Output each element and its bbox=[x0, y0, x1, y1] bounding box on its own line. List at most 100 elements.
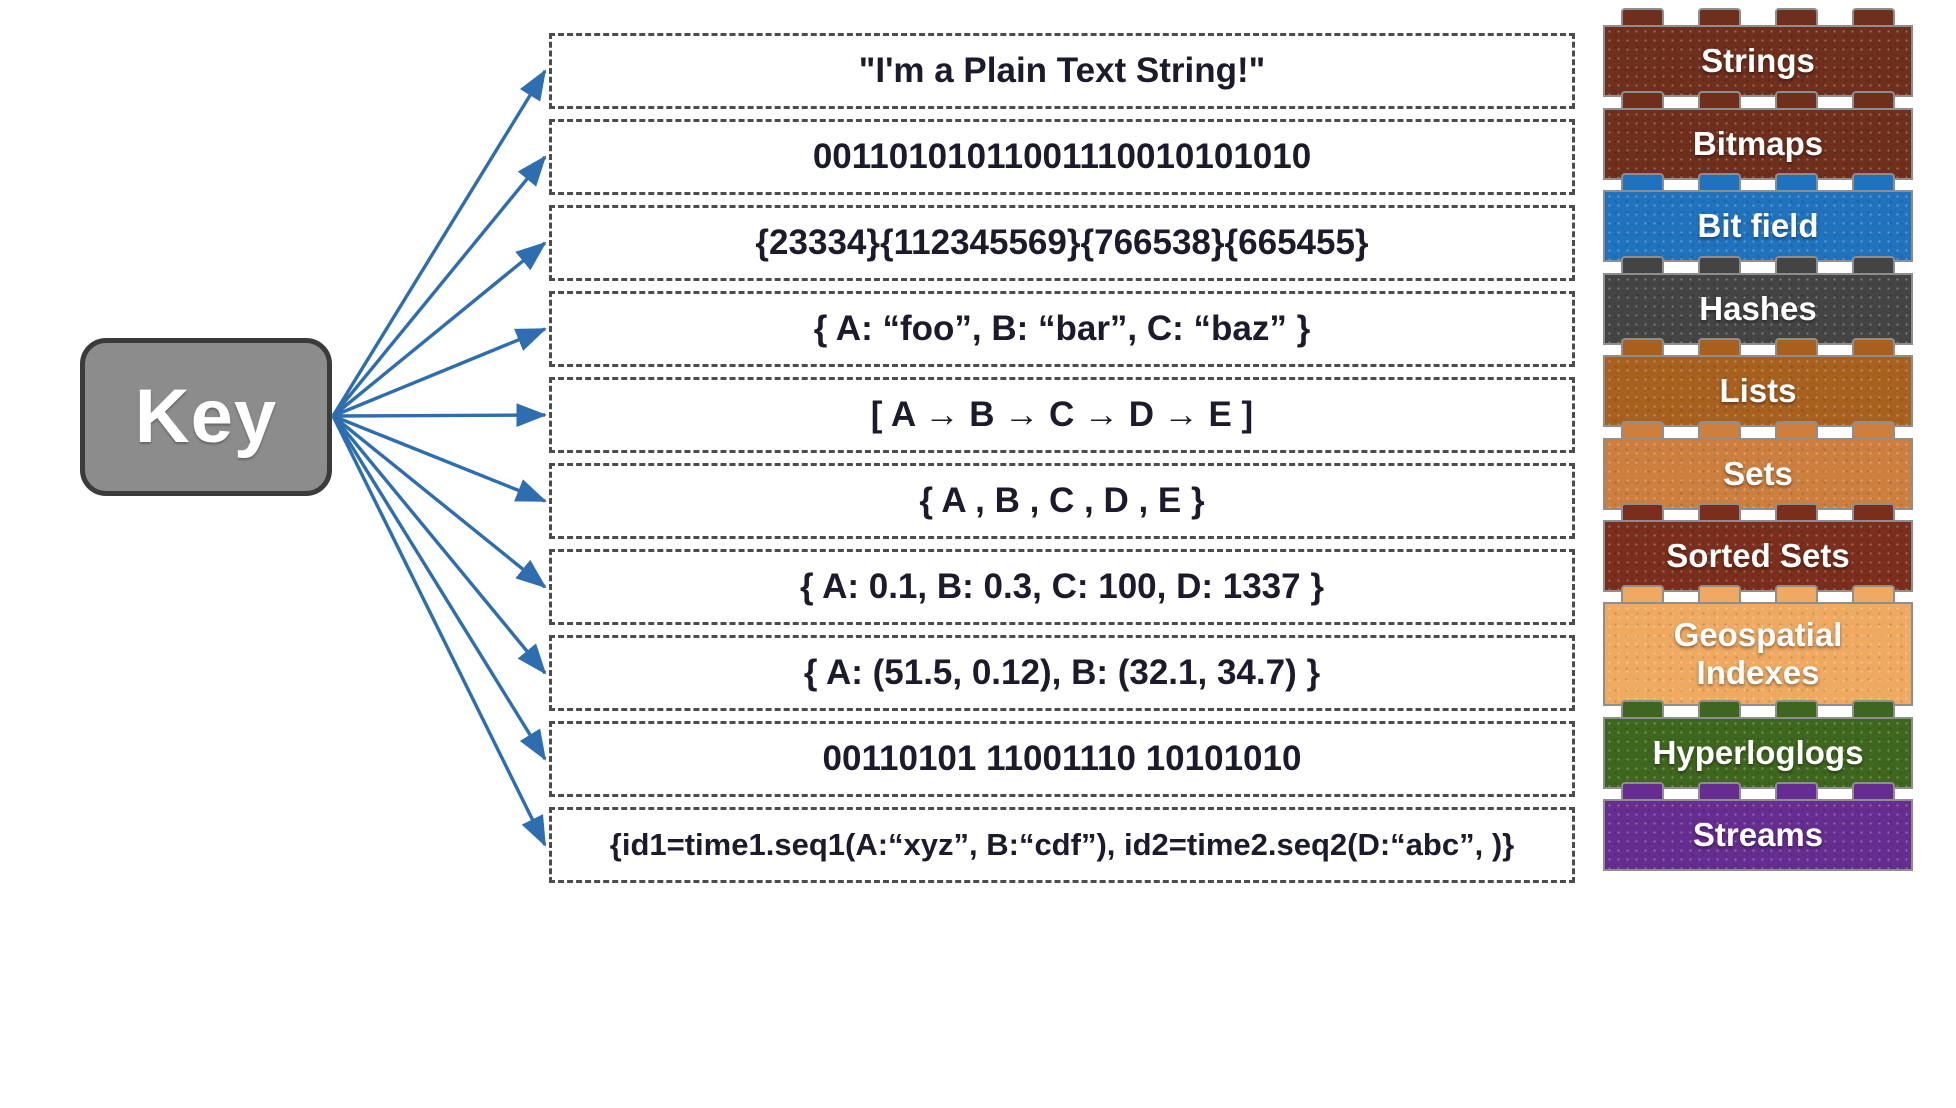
brick-stud-icon bbox=[1621, 503, 1664, 520]
brick-label-bit-field: Bit field bbox=[1697, 206, 1819, 244]
brick-label-sorted-sets: Sorted Sets bbox=[1666, 536, 1850, 574]
brick-body-hyperloglogs: Hyperloglogs bbox=[1603, 717, 1913, 789]
brick-body-streams: Streams bbox=[1603, 799, 1913, 871]
value-box-hyperloglogs: 00110101 11001110 10101010 bbox=[549, 721, 1575, 797]
brick-stud-icon bbox=[1698, 256, 1741, 273]
brick-studs-hashes bbox=[1603, 256, 1913, 273]
brick-stud-icon bbox=[1621, 421, 1664, 438]
brick-studs-geospatial bbox=[1603, 585, 1913, 602]
value-box-bit-field: {23334}{112345569}{766538}{665455} bbox=[549, 205, 1575, 281]
brick-label-bitmaps: Bitmaps bbox=[1692, 124, 1824, 162]
brick-studs-strings bbox=[1603, 8, 1913, 25]
value-text-bit-field: {23334}{112345569}{766538}{665455} bbox=[755, 222, 1369, 262]
brick-stud-icon bbox=[1852, 173, 1895, 190]
brick-body-lists: Lists bbox=[1603, 355, 1913, 427]
brick-body-sets: Sets bbox=[1603, 438, 1913, 510]
brick-stud-icon bbox=[1852, 338, 1895, 355]
brick-studs-sorted-sets bbox=[1603, 503, 1913, 520]
brick-label-lists: Lists bbox=[1719, 371, 1797, 409]
brick-stud-icon bbox=[1698, 585, 1741, 602]
brick-body-hashes: Hashes bbox=[1603, 273, 1913, 345]
value-text-lists: [ A → B → C → D → E ] bbox=[870, 394, 1254, 434]
brick-stud-icon bbox=[1775, 782, 1818, 799]
brick-body-sorted-sets: Sorted Sets bbox=[1603, 520, 1913, 592]
brick-stud-icon bbox=[1775, 700, 1818, 717]
arrow-to-geospatial bbox=[331, 414, 547, 675]
value-text-streams: {id1=time1.seq1(A:“xyz”, B:“cdf”), id2=t… bbox=[609, 826, 1515, 862]
arrow-to-bitmaps bbox=[331, 155, 547, 418]
brick-stud-icon bbox=[1775, 585, 1818, 602]
value-text-sets: { A , B , C , D , E } bbox=[919, 480, 1205, 520]
arrow-to-sets bbox=[332, 414, 547, 503]
value-box-streams: {id1=time1.seq1(A:“xyz”, B:“cdf”), id2=t… bbox=[549, 807, 1575, 883]
brick-stud-icon bbox=[1775, 421, 1818, 438]
arrow-to-hashes bbox=[332, 327, 547, 418]
brick-body-bit-field: Bit field bbox=[1603, 190, 1913, 262]
brick-label-streams: Streams bbox=[1692, 815, 1824, 853]
key-node-label: Key bbox=[134, 374, 278, 459]
brick-stud-icon bbox=[1621, 256, 1664, 273]
brick-streams[interactable]: Streams bbox=[1603, 782, 1913, 871]
brick-stud-icon bbox=[1698, 173, 1741, 190]
brick-stud-icon bbox=[1775, 8, 1818, 25]
brick-studs-hyperloglogs bbox=[1603, 700, 1913, 717]
brick-stud-icon bbox=[1698, 338, 1741, 355]
brick-stud-icon bbox=[1698, 91, 1741, 108]
brick-hashes[interactable]: Hashes bbox=[1603, 256, 1913, 345]
brick-label-strings: Strings bbox=[1701, 41, 1815, 79]
brick-stud-icon bbox=[1621, 700, 1664, 717]
brick-stud-icon bbox=[1852, 700, 1895, 717]
brick-stud-icon bbox=[1698, 421, 1741, 438]
brick-studs-sets bbox=[1603, 421, 1913, 438]
key-node[interactable]: Key bbox=[80, 338, 332, 496]
brick-stud-icon bbox=[1852, 91, 1895, 108]
value-text-strings: "I'm a Plain Text String!" bbox=[858, 50, 1266, 90]
brick-stud-icon bbox=[1852, 256, 1895, 273]
brick-body-bitmaps: Bitmaps bbox=[1603, 108, 1913, 180]
brick-stud-icon bbox=[1852, 585, 1895, 602]
brick-sets[interactable]: Sets bbox=[1603, 421, 1913, 510]
brick-strings[interactable]: Strings bbox=[1603, 8, 1913, 97]
brick-label-hashes: Hashes bbox=[1699, 289, 1817, 327]
value-box-sets: { A , B , C , D , E } bbox=[549, 463, 1575, 539]
arrow-to-bit-field bbox=[331, 241, 547, 418]
brick-lists[interactable]: Lists bbox=[1603, 338, 1913, 427]
brick-label-sets: Sets bbox=[1723, 454, 1793, 492]
brick-stud-icon bbox=[1621, 338, 1664, 355]
value-text-bitmaps: 00110101011001110010101010 bbox=[812, 136, 1312, 176]
brick-stud-icon bbox=[1698, 700, 1741, 717]
brick-stud-icon bbox=[1852, 8, 1895, 25]
brick-stud-icon bbox=[1621, 8, 1664, 25]
brick-bit-field[interactable]: Bit field bbox=[1603, 173, 1913, 262]
brick-stud-icon bbox=[1621, 585, 1664, 602]
brick-studs-streams bbox=[1603, 782, 1913, 799]
brick-stud-icon bbox=[1775, 91, 1818, 108]
value-text-hyperloglogs: 00110101 11001110 10101010 bbox=[822, 738, 1302, 778]
brick-studs-lists bbox=[1603, 338, 1913, 355]
brick-stud-icon bbox=[1621, 782, 1664, 799]
brick-stud-icon bbox=[1852, 782, 1895, 799]
brick-label-hyperloglogs: Hyperloglogs bbox=[1652, 733, 1864, 771]
brick-body-strings: Strings bbox=[1603, 25, 1913, 97]
brick-stud-icon bbox=[1698, 782, 1741, 799]
value-text-hashes: { A: “foo”, B: “bar”, C: “baz” } bbox=[813, 308, 1311, 348]
brick-studs-bitmaps bbox=[1603, 91, 1913, 108]
brick-hyperloglogs[interactable]: Hyperloglogs bbox=[1603, 700, 1913, 789]
value-box-lists: [ A → B → C → D → E ] bbox=[549, 377, 1575, 453]
value-box-strings: "I'm a Plain Text String!" bbox=[549, 33, 1575, 109]
brick-stud-icon bbox=[1775, 173, 1818, 190]
value-box-sorted-sets: { A: 0.1, B: 0.3, C: 100, D: 1337 } bbox=[549, 549, 1575, 625]
value-box-geospatial: { A: (51.5, 0.12), B: (32.1, 34.7) } bbox=[549, 635, 1575, 711]
value-text-sorted-sets: { A: 0.1, B: 0.3, C: 100, D: 1337 } bbox=[800, 566, 1324, 606]
arrow-to-hyperloglogs bbox=[331, 415, 547, 761]
arrow-to-streams bbox=[331, 415, 547, 847]
arrow-to-lists bbox=[332, 403, 548, 428]
brick-bitmaps[interactable]: Bitmaps bbox=[1603, 91, 1913, 180]
brick-stud-icon bbox=[1621, 91, 1664, 108]
brick-sorted-sets[interactable]: Sorted Sets bbox=[1603, 503, 1913, 592]
arrow-to-strings bbox=[331, 69, 547, 417]
value-box-hashes: { A: “foo”, B: “bar”, C: “baz” } bbox=[549, 291, 1575, 367]
